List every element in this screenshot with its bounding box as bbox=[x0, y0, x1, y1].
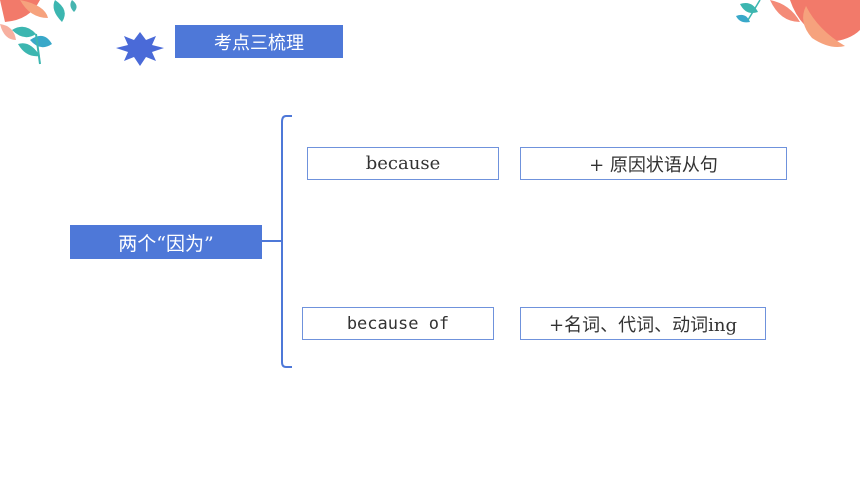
usage-box-because: + 原因状语从句 bbox=[520, 147, 787, 180]
term-box-because: because bbox=[307, 147, 499, 180]
top-left-leaves-icon bbox=[0, 0, 77, 65]
section-title: 考点三梳理 bbox=[175, 25, 343, 58]
usage-box-because-of: +名词、代词、动词ing bbox=[520, 307, 766, 340]
bracket-connector bbox=[262, 115, 292, 368]
top-right-leaves-icon bbox=[736, 0, 860, 47]
star-burst-icon bbox=[116, 32, 164, 66]
topic-label: 两个“因为” bbox=[70, 225, 262, 259]
term-box-because-of: because of bbox=[302, 307, 494, 340]
